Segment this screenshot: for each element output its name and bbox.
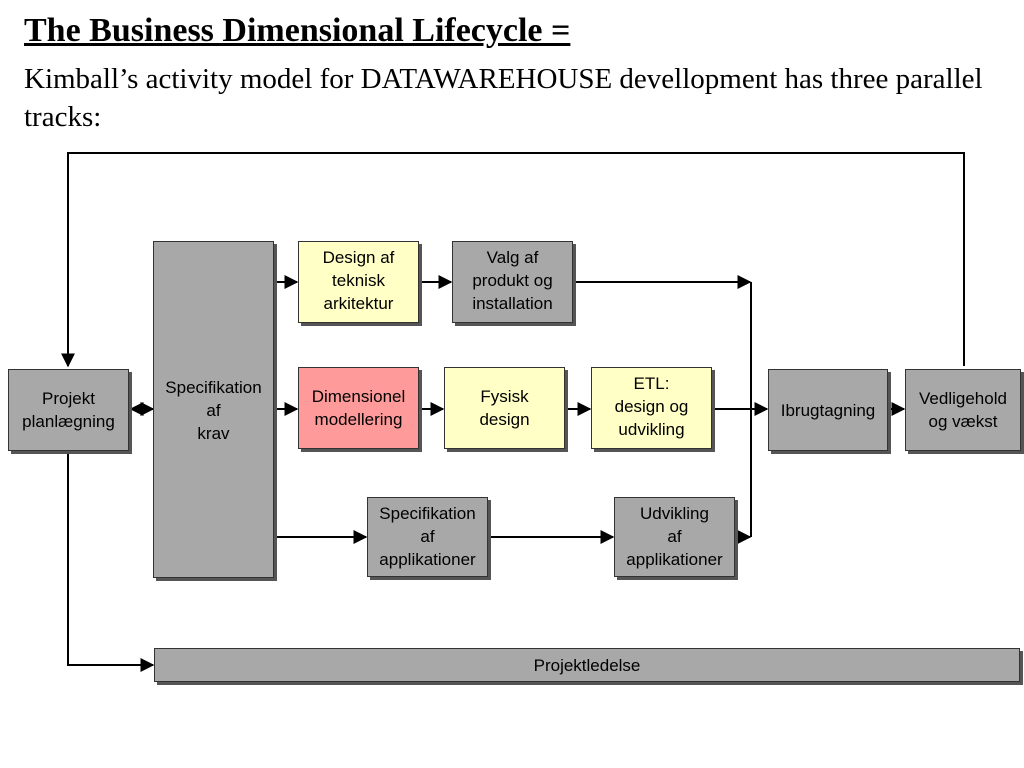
projekt-planlaegning-box: Projekt planlægning bbox=[8, 369, 129, 451]
design-teknisk-arkitektur-label: Design af teknisk arkitektur bbox=[322, 248, 395, 313]
page-subtitle: Kimball’s activity model for DATAWAREHOU… bbox=[24, 63, 983, 133]
etl-design-udvikling-label: ETL: design og udvikling bbox=[614, 374, 689, 439]
etl-design-udvikling-box: ETL: design og udvikling bbox=[591, 367, 712, 449]
udvikling-applikationer-box: Udvikling af applikationer bbox=[614, 497, 735, 577]
specifikation-applikationer-label: Specifikation af applikationer bbox=[379, 504, 476, 569]
design-teknisk-arkitektur-box: Design af teknisk arkitektur bbox=[298, 241, 419, 323]
valg-produkt-installation-box: Valg af produkt og installation bbox=[452, 241, 573, 323]
valg-produkt-installation-label: Valg af produkt og installation bbox=[472, 248, 553, 313]
ibrugtagning-label: Ibrugtagning bbox=[780, 400, 876, 420]
specifikation-krav-label: Specifikation af krav bbox=[165, 378, 262, 443]
dimensionel-modellering-label: Dimensionel modellering bbox=[311, 387, 406, 429]
vedligehold-vaekst-box: Vedligehold og vækst bbox=[905, 369, 1021, 451]
projekt-planlaegning-label: Projekt planlægning bbox=[22, 389, 115, 431]
fysisk-design-box: Fysisk design bbox=[444, 367, 565, 449]
ibrugtagning-box: Ibrugtagning bbox=[768, 369, 888, 451]
udvikling-applikationer-label: Udvikling af applikationer bbox=[626, 504, 723, 569]
dimensionel-modellering-box: Dimensionel modellering bbox=[298, 367, 419, 449]
specifikation-applikationer-box: Specifikation af applikationer bbox=[367, 497, 488, 577]
page-title: The Business Dimensional Lifecycle = bbox=[24, 12, 571, 49]
feedback-loop-line bbox=[61, 152, 965, 368]
vedligehold-vaekst-label: Vedligehold og vækst bbox=[919, 389, 1007, 431]
projektledelse-box: Projektledelse bbox=[154, 648, 1020, 682]
fysisk-design-label: Fysisk design bbox=[479, 387, 530, 429]
projektledelse-label: Projektledelse bbox=[533, 655, 641, 675]
specifikation-krav-box: Specifikation af krav bbox=[153, 241, 274, 578]
projektledelse-line bbox=[67, 452, 155, 672]
